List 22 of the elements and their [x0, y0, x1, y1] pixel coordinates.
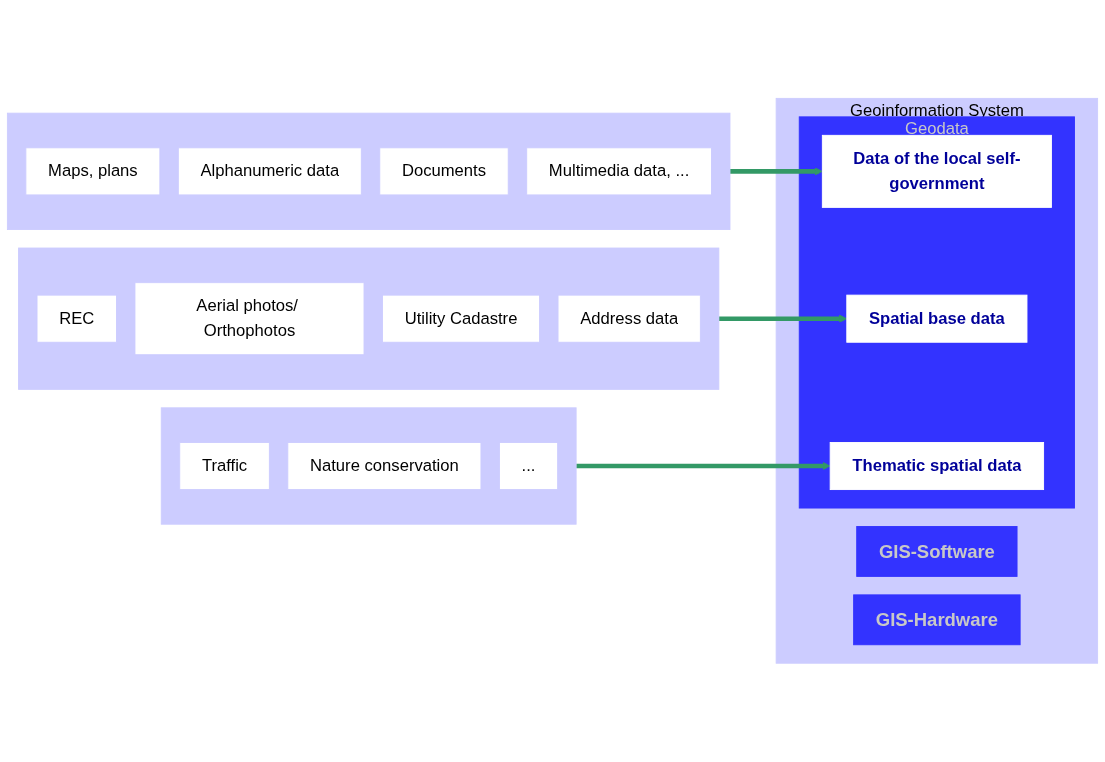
cluster	[160, 407, 577, 525]
node-box: REC	[36, 294, 117, 343]
node-box: Aerial photos/ Orthophotos	[134, 282, 365, 356]
cluster	[18, 247, 720, 390]
arrow	[576, 462, 831, 471]
node-box: Utility Cadastre	[382, 294, 540, 343]
node-box: Thematic spatial data	[829, 442, 1045, 491]
node-box: Maps, plans	[25, 147, 161, 196]
node-box: ...	[498, 442, 559, 491]
node-box: Alphanumeric data	[177, 147, 362, 196]
node-box: GIS-Software	[856, 526, 1018, 578]
cluster	[6, 112, 731, 231]
node-box: Multimedia data, ...	[526, 147, 712, 196]
node-box: Address data	[557, 294, 701, 343]
node-box: Documents	[379, 147, 509, 196]
node-box: Data of the local self-government	[821, 135, 1052, 209]
node-box: Spatial base data	[846, 294, 1028, 343]
node-box: Nature conservation	[287, 442, 482, 491]
node-box: Traffic	[179, 442, 270, 491]
node-box: GIS-Hardware	[853, 594, 1021, 646]
arrow	[718, 314, 848, 323]
arrow	[730, 167, 823, 176]
